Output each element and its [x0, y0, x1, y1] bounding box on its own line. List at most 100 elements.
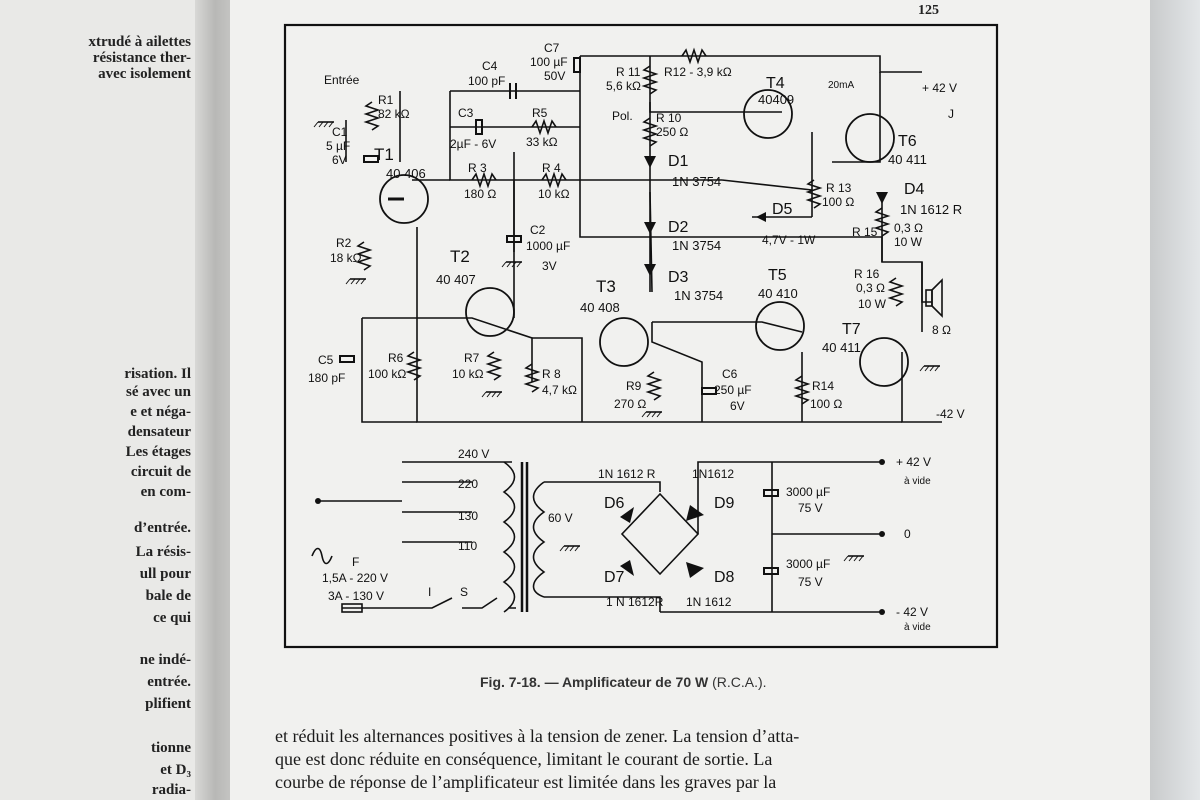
plus42-label: + 42 V: [922, 81, 957, 95]
c3-value: 2µF - 6V: [450, 137, 496, 151]
minus-terminal: [879, 609, 885, 615]
fuse-icon: [341, 603, 363, 613]
r1-resistor: [363, 101, 381, 131]
d9-value: 1N1612: [692, 467, 734, 481]
r10-resistor: [641, 117, 659, 147]
schematic-frame: [283, 23, 999, 649]
minus42-label: -42 V: [936, 407, 965, 421]
left-text-line: e et néga-: [130, 404, 191, 420]
c6-label: C6: [722, 367, 738, 381]
c2-capacitor: [506, 235, 522, 243]
d2-value: 1N 3754: [672, 238, 721, 253]
page-number: 125: [918, 3, 939, 18]
left-text-line: d’entrée.: [133, 520, 191, 536]
r16-value: 0,3 Ω: [856, 281, 885, 295]
transformer-secondary: [532, 481, 546, 598]
r7-resistor: [485, 351, 503, 381]
out-zero-label: 0: [904, 527, 911, 541]
r5-label: R5: [532, 106, 548, 120]
mains-ac-icon: [311, 547, 333, 565]
c4-label: C4: [482, 59, 498, 73]
r1-value: 82 kΩ: [378, 107, 410, 121]
d2-diode: [644, 222, 656, 234]
r4-resistor: [541, 171, 567, 189]
r6-value: 100 kΩ: [368, 367, 406, 381]
r9-value: 270 Ω: [614, 397, 646, 411]
c1-label: C1: [332, 125, 348, 139]
t4-value: 40409: [758, 92, 794, 107]
d1-value: 1N 3754: [672, 174, 721, 189]
r11-value: 5,6 kΩ: [606, 79, 641, 93]
fuse-label: F: [352, 555, 359, 569]
r7-value: 10 kΩ: [452, 367, 484, 381]
secondary-voltage: 60 V: [548, 511, 573, 525]
t6-transistor: [845, 113, 895, 163]
zero-terminal: [879, 531, 885, 537]
figure-caption: Fig. 7-18. — Amplificateur de 70 W (R.C.…: [480, 674, 767, 690]
r2-value: 18 kΩ: [330, 251, 362, 265]
c1-value: 5 µF: [326, 139, 350, 153]
left-text-line: radia-: [151, 782, 191, 798]
r11-resistor: [641, 65, 659, 95]
psu-cap1: [763, 489, 779, 497]
r15-power: 10 W: [894, 235, 923, 249]
r2-resistor: [355, 241, 373, 271]
left-text-line: circuit de: [130, 464, 191, 480]
d4-label: D4: [904, 181, 925, 198]
figure-title: — Amplificateur de 70 W: [544, 674, 709, 690]
r9-resistor: [645, 371, 663, 401]
body-text: et réduit les alternances positives à la…: [275, 725, 1015, 794]
c3-capacitor: [475, 119, 483, 135]
d2-label: D2: [668, 219, 689, 236]
out-plus-label: + 42 V: [896, 455, 931, 469]
c7-label: C7: [544, 41, 560, 55]
r3-value: 180 Ω: [464, 187, 496, 201]
speaker-value: 8 Ω: [932, 323, 951, 337]
left-text-line: plifient: [145, 696, 191, 712]
c4-value: 100 pF: [468, 74, 505, 88]
c7-capacitor: [573, 57, 581, 73]
c3-label: C3: [458, 106, 474, 120]
t5-transistor: [755, 301, 805, 351]
d5-label: D5: [772, 201, 793, 218]
d5-value: 4,7V - 1W: [762, 233, 816, 247]
t1-transistor: [379, 174, 429, 224]
left-page: xtrudé à ailettes résistance ther- avec …: [0, 0, 205, 800]
speaker-icon: [925, 278, 943, 318]
t7-transistor: [859, 337, 909, 387]
amplifier-schematic: Entrée R1 82 kΩ C1 5 µF 6V T1 40 406 R2 …: [283, 23, 999, 649]
r15-value: 0,3 Ω: [894, 221, 923, 235]
plus-terminal: [879, 459, 885, 465]
bridge-rectifier: [620, 492, 700, 576]
d5-diode: [756, 212, 766, 222]
figure-number: Fig. 7-18.: [480, 674, 541, 690]
fuse-rating-1: 1,5A - 220 V: [322, 571, 388, 585]
r10-value: 250 Ω: [656, 125, 688, 139]
c5-value: 180 pF: [308, 371, 345, 385]
c5-capacitor: [339, 355, 355, 363]
r12-label: R12 - 3,9 kΩ: [664, 65, 732, 79]
d4-diode: [876, 192, 888, 204]
c2-label: C2: [530, 223, 546, 237]
c7-value: 100 µF: [530, 55, 568, 69]
t3-transistor: [599, 317, 649, 367]
r8-resistor: [523, 363, 541, 393]
tap-130: 130: [458, 509, 478, 523]
r3-resistor: [471, 171, 497, 189]
left-text-line: tionne: [150, 740, 191, 756]
c2-voltage: 3V: [542, 259, 557, 273]
left-text-line: entrée.: [147, 674, 191, 690]
no-load-label-2: à vide: [904, 622, 931, 633]
d3-label: D3: [668, 269, 689, 286]
left-text-line: risation. Il: [124, 366, 191, 382]
t3-value: 40 408: [580, 300, 620, 315]
r15-resistor: [873, 207, 891, 237]
d1-diode: [644, 156, 656, 168]
tap-220: 220: [458, 477, 478, 491]
r14-resistor: [793, 375, 811, 405]
d6-value: 1N 1612 R: [598, 467, 656, 481]
t1-label: T1: [374, 145, 394, 164]
r14-label: R14: [812, 379, 834, 393]
transformer-primary: [502, 461, 516, 613]
c1-voltage: 6V: [332, 153, 347, 167]
